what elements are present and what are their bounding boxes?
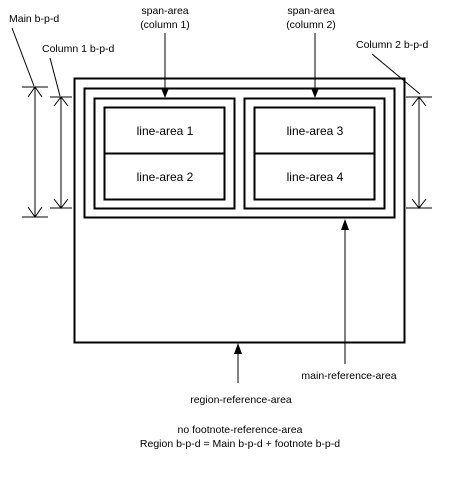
line-area-2-label: line-area 2 (137, 170, 194, 184)
main-bpd-dimension (22, 86, 48, 218)
span-area-col2-sublabel: (column 2) (286, 19, 336, 31)
column2-bpd-dimension (406, 96, 432, 209)
line-area-2-box (103, 152, 226, 201)
line-area-3-label: line-area 3 (287, 124, 344, 138)
span-area-col2-label: span-area (287, 5, 334, 17)
region-reference-area-arrow (234, 343, 242, 383)
main-reference-area-arrow (341, 219, 349, 364)
no-footnote-note: no footnote-reference-area (178, 424, 303, 436)
span-area-arrows (161, 33, 319, 98)
main-reference-area-box (83, 87, 396, 219)
span-area-col1-label: span-area (141, 5, 188, 17)
column1-bpd-dimension (50, 96, 72, 209)
span-area-column1-box (93, 97, 236, 210)
line-area-4-label: line-area 4 (287, 170, 344, 184)
leader-lines (11, 27, 421, 97)
region-reference-area-box (73, 77, 406, 344)
line-area-1-label: line-area 1 (137, 124, 194, 138)
span-area-column2-box (243, 97, 386, 210)
main-reference-area-label: main-reference-area (301, 370, 396, 382)
region-reference-area-label: region-reference-area (190, 394, 292, 406)
column1-bpd-label: Column 1 b-p-d (42, 43, 115, 55)
column2-bpd-label: Column 2 b-p-d (356, 39, 429, 51)
span-area-col1-sublabel: (column 1) (140, 19, 190, 31)
region-bpd-formula: Region b-p-d = Main b-p-d + footnote b-p… (140, 438, 340, 450)
line-area-4-box (253, 152, 376, 201)
main-bpd-label: Main b-p-d (9, 13, 59, 25)
